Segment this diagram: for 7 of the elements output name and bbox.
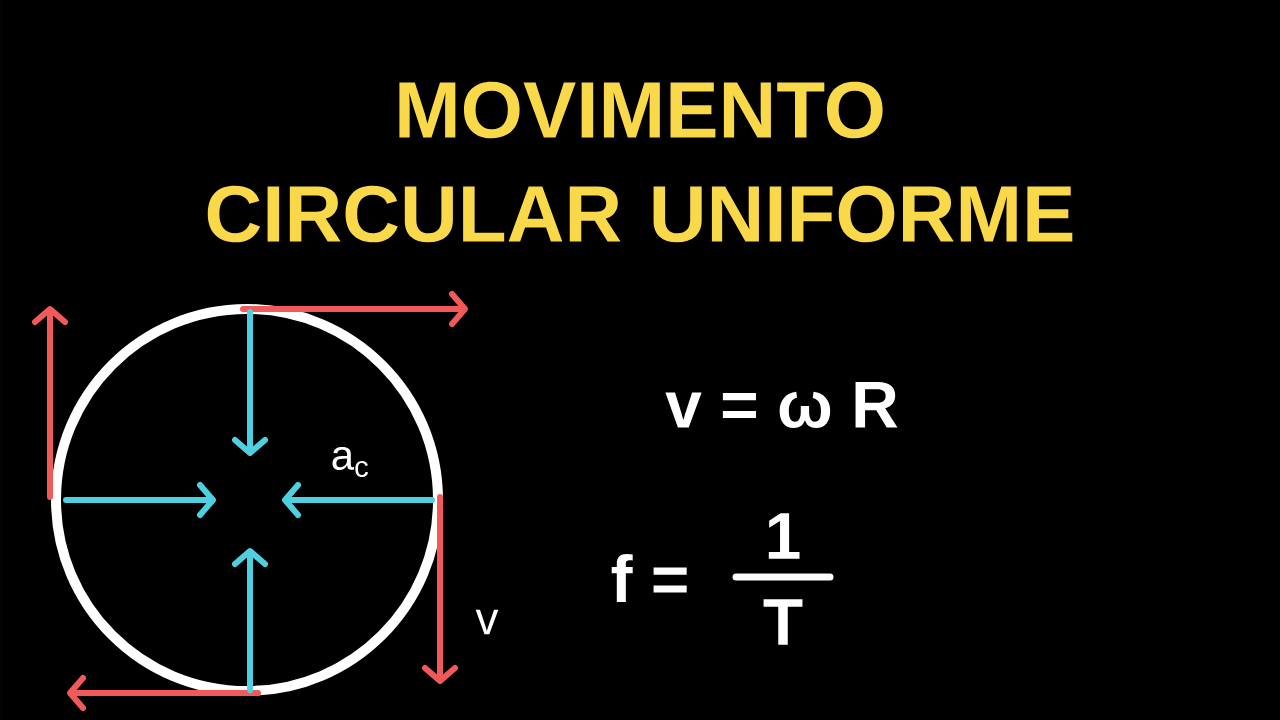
numerator: 1	[768, 513, 800, 559]
formula: f =	[611, 554, 687, 602]
acceleration-label: a$_{c}$	[332, 446, 368, 478]
title: MOVIMENTO CIRCULAR UNIFORME	[207, 81, 1073, 243]
denominator: T	[763, 599, 803, 645]
velocity-label: v	[475, 609, 499, 635]
formula: v = ω R	[665, 381, 898, 428]
